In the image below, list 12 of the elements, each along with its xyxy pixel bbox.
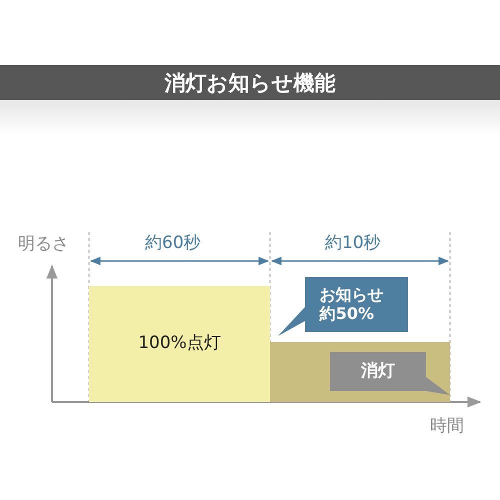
axis-label: 約60秒 <box>145 232 201 254</box>
axis-label: 明るさ <box>18 233 69 255</box>
axis-label: 時間 <box>430 415 464 437</box>
callout-bubble <box>278 277 408 337</box>
node-text: 100%点灯 <box>138 334 221 354</box>
node-text: お知らせ約50% <box>320 286 385 323</box>
bar <box>89 286 270 402</box>
axis-label: 約10秒 <box>325 232 381 254</box>
callout-bubble <box>330 352 450 396</box>
bar <box>270 342 450 402</box>
node-text: 消灯 <box>361 362 395 382</box>
title: 消灯お知らせ機能 <box>164 71 336 95</box>
